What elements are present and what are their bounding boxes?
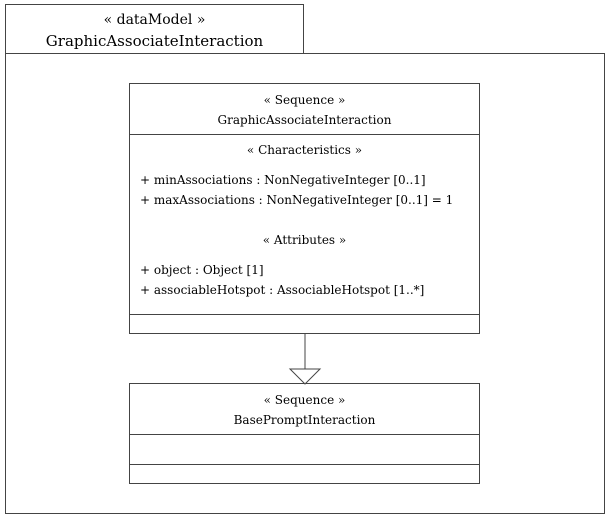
class-stereotype: « Sequence » — [263, 93, 346, 107]
base-operations-compartment — [130, 464, 479, 484]
class-base-prompt-interaction[interactable]: « Sequence » BasePromptInteraction — [129, 383, 480, 484]
attribute-object: + object : Object [1] — [140, 263, 264, 277]
package-name: GraphicAssociateInteraction — [45, 32, 264, 50]
class-name: GraphicAssociateInteraction — [217, 113, 392, 127]
attributes-header: « Attributes » — [262, 233, 347, 247]
class-graphic-associate-interaction[interactable]: « Sequence » GraphicAssociateInteraction… — [129, 83, 480, 334]
attribute-associable-hotspot: + associableHotspot : AssociableHotspot … — [140, 283, 425, 297]
characteristics-header: « Characteristics » — [246, 143, 363, 157]
base-class-header: « Sequence » BasePromptInteraction — [130, 384, 479, 434]
characteristic-max-associations: + maxAssociations : NonNegativeInteger [… — [140, 193, 454, 207]
class-header: « Sequence » GraphicAssociateInteraction — [130, 84, 479, 134]
features-compartment: « Characteristics » + minAssociations : … — [130, 134, 479, 314]
characteristic-min-associations: + minAssociations : NonNegativeInteger [… — [140, 173, 426, 187]
package-stereotype: « dataModel » — [103, 12, 206, 28]
base-attributes-compartment — [130, 434, 479, 464]
package-tab: « dataModel » GraphicAssociateInteractio… — [5, 4, 304, 53]
operations-compartment — [130, 314, 479, 334]
base-class-stereotype: « Sequence » — [263, 393, 346, 407]
base-class-name: BasePromptInteraction — [233, 413, 376, 427]
